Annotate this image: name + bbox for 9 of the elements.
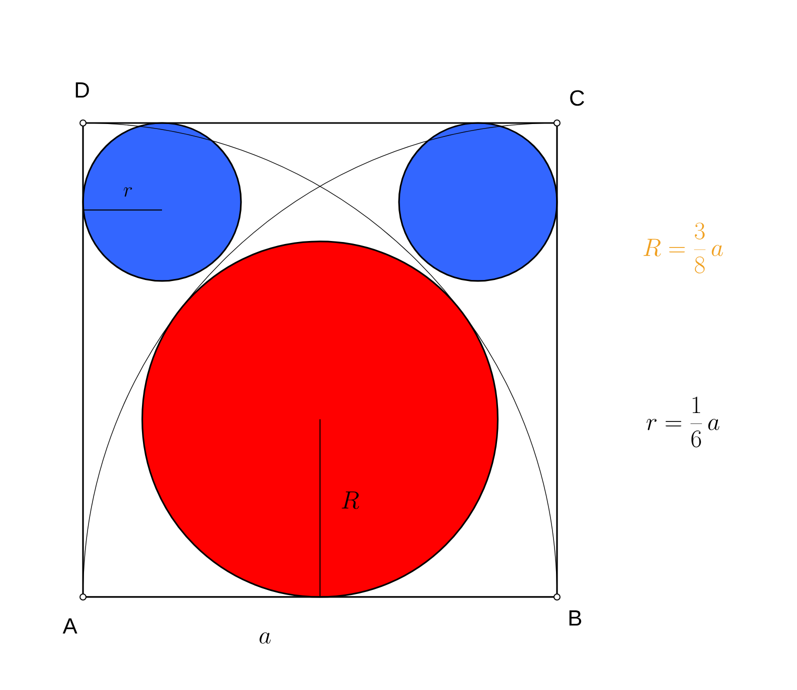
math-label: $a$ (260, 632, 271, 644)
formula: $r = \frac{1}{6}\, a$ (646, 396, 720, 448)
math-label: $r$ (124, 187, 132, 197)
formula: $R = \frac{3}{8}\, a$ (644, 222, 723, 274)
vertex-label: B (569, 610, 582, 626)
vertex-label: C (570, 90, 584, 106)
vertex-label: D (76, 82, 89, 98)
math-label: $R$ (342, 492, 360, 509)
vertex-label: A (62, 618, 78, 634)
